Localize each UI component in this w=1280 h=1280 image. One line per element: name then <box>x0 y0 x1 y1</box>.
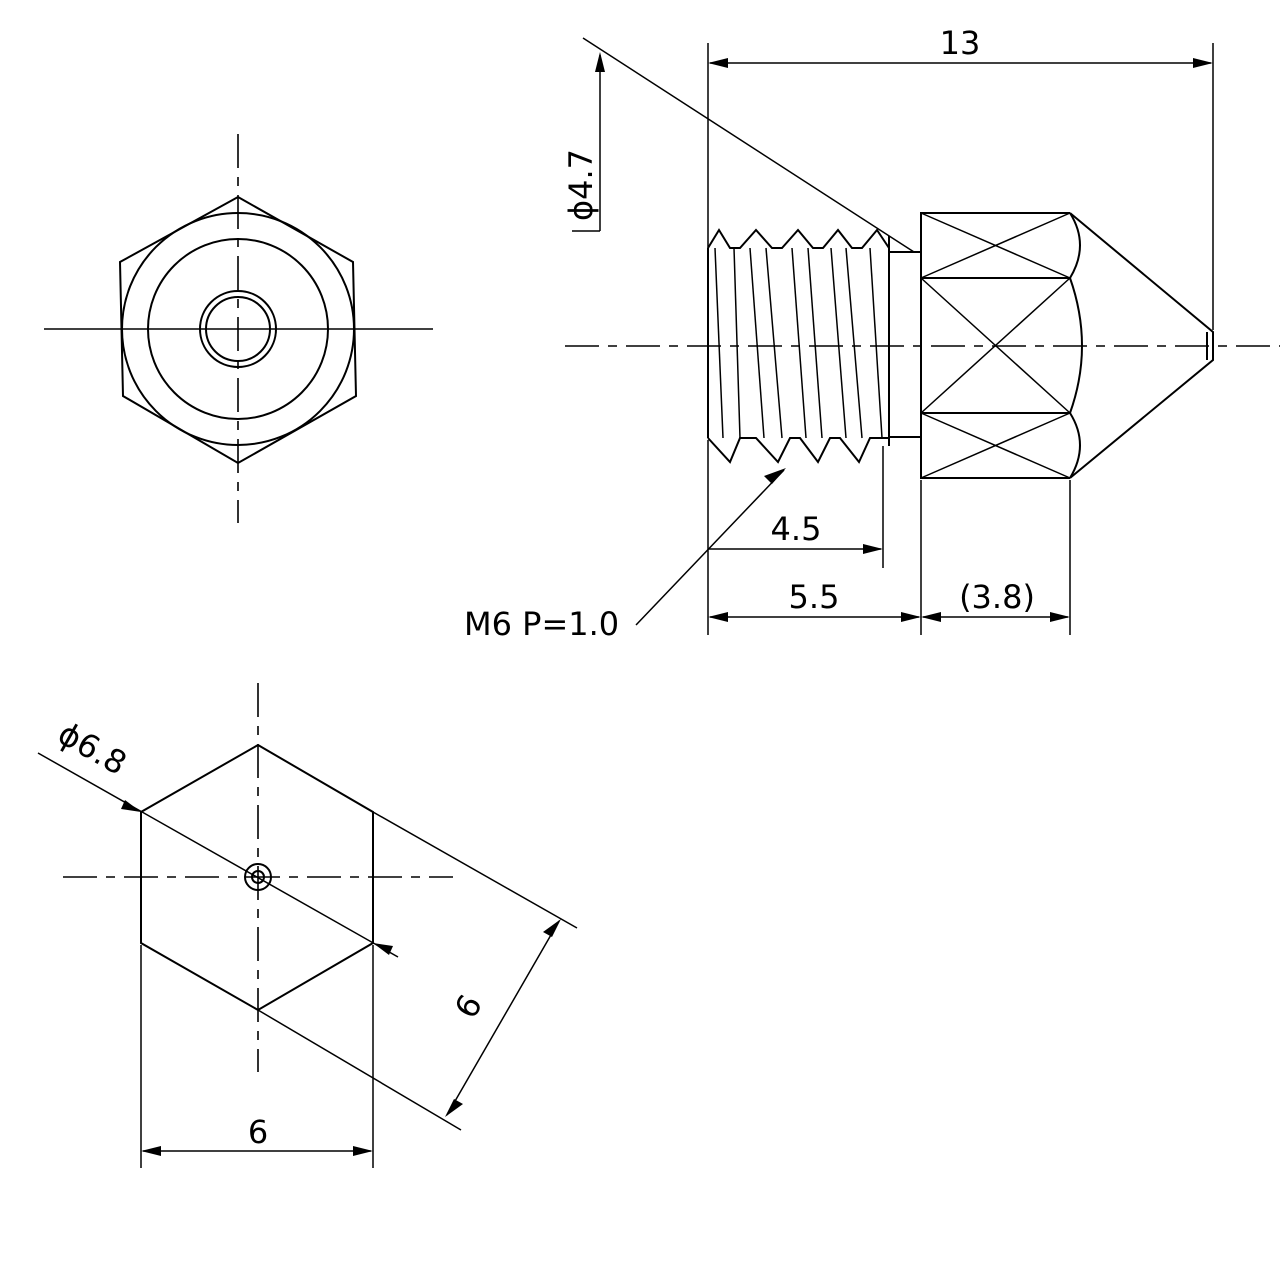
cone-tip-outline <box>1069 212 1214 479</box>
dim-shank-length-text: 5.5 <box>789 578 840 616</box>
dim-hex-corner-diameter-text: ϕ6.8 <box>52 714 133 783</box>
dim-hex-flat-width-diagonal: 6 <box>257 811 578 1131</box>
dim-hex-flat-width: 6 <box>140 945 374 1168</box>
dim-hex-flat-width-text: 6 <box>248 1113 268 1151</box>
dim-thread-length: 4.5 <box>708 446 884 568</box>
dim-shank-length: 5.5 <box>707 440 922 635</box>
dim-tip-diameter: ϕ4.7 <box>562 37 915 253</box>
hex-face-arc-top <box>1069 212 1081 279</box>
hex-tip-view: ϕ6.8 6 6 <box>37 683 578 1168</box>
dim-thread-length-text: 4.5 <box>771 510 822 548</box>
dim-hex-cone-length: (3.8) <box>921 480 1071 635</box>
hex-face-arc-middle <box>1069 277 1083 414</box>
side-view: 13 ϕ4.7 4.5 5.5 <box>464 24 1280 643</box>
thread-profile-top <box>707 228 890 249</box>
dim-hex-corner-diameter: ϕ6.8 <box>37 714 399 958</box>
thread-crest-lines <box>714 247 883 439</box>
dim-overall-length-text: 13 <box>940 24 981 62</box>
dim-hex-flat-width-diagonal-text: 6 <box>447 988 490 1025</box>
hex-face-cross-marks <box>920 212 1071 479</box>
thread-callout-leader: M6 P=1.0 <box>464 468 786 643</box>
end-view <box>44 134 433 523</box>
hex-face-arc-bottom <box>1069 412 1081 479</box>
dim-tip-diameter-text: ϕ4.7 <box>562 149 600 221</box>
dim-hex-cone-length-text: (3.8) <box>959 578 1035 616</box>
thread-profile-bottom <box>707 437 889 464</box>
hex-body-outline <box>920 212 1070 479</box>
thread-callout-text: M6 P=1.0 <box>464 605 619 643</box>
dim-overall-length: 13 <box>707 24 1214 330</box>
